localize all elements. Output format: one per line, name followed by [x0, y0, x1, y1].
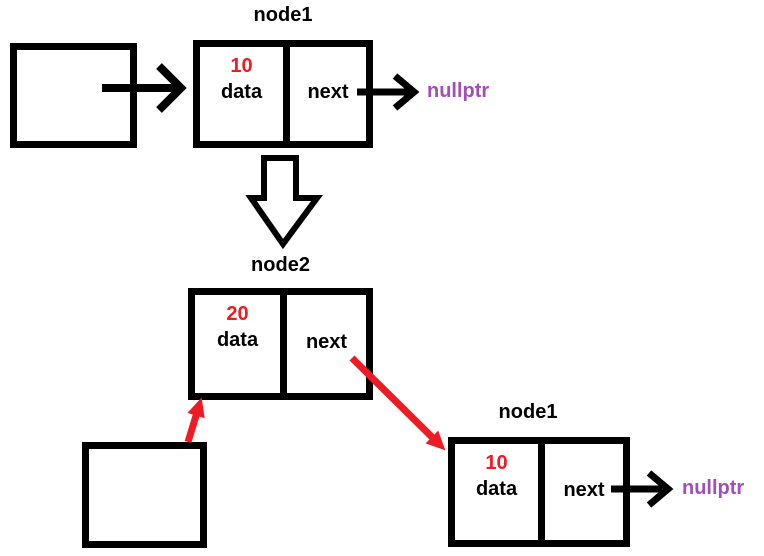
transition-down-arrow-icon	[245, 155, 323, 250]
head-to-node2-red-arrow-icon	[184, 397, 205, 444]
node2-box: 20 data next	[188, 288, 373, 400]
nullptr-label-bottom: nullptr	[682, 477, 745, 499]
node1-bottom-data-label: data	[475, 478, 518, 500]
node1-bottom-data-cell: 10 data	[455, 444, 545, 540]
node2-data-cell: 20 data	[195, 295, 287, 393]
nullptr-label-top: nullptr	[427, 80, 490, 102]
node1-top-next-label: next	[307, 80, 349, 103]
node2-next-cell: next	[287, 295, 366, 393]
node1-box-bottom: 10 data next	[448, 437, 630, 547]
node2-title: node2	[251, 254, 310, 276]
head-pointer-box-bottom	[82, 442, 207, 548]
node2-next-label: next	[305, 331, 348, 353]
node1-top-data-value: 10	[230, 55, 253, 77]
node1-bottom-next-cell: next	[545, 444, 623, 540]
node1-bottom-data-value: 10	[485, 452, 508, 474]
node1-bottom-next-label: next	[563, 478, 605, 501]
node1-top-data-cell: 10 data	[200, 47, 290, 141]
node1-title-top: node1	[253, 4, 313, 26]
head-pointer-box-top	[10, 43, 137, 148]
node1-title-bottom: node1	[498, 401, 558, 423]
node1-box-top: 10 data next	[193, 40, 373, 148]
node1-top-data-label: data	[220, 81, 263, 103]
node2-data-value: 20	[226, 303, 249, 325]
node1-top-next-cell: next	[290, 47, 366, 141]
node2-data-label: data	[216, 329, 259, 351]
